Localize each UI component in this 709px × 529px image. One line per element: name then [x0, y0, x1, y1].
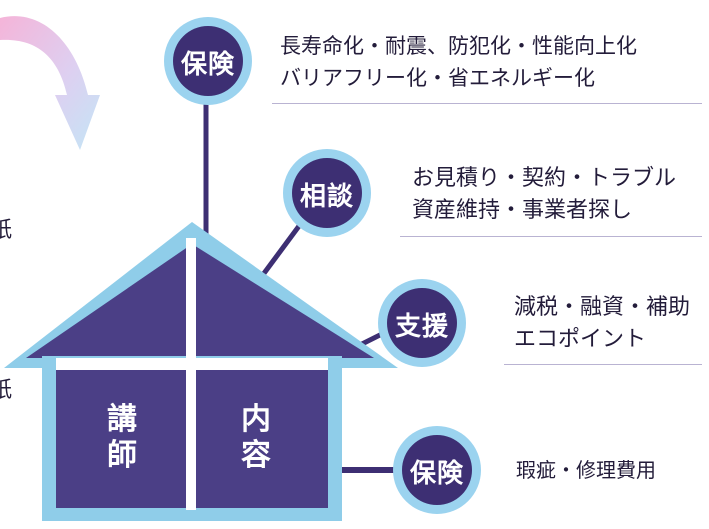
house-label-content-char-1: 内	[241, 402, 271, 437]
badge-insurance-1	[164, 17, 252, 105]
badge-consultation	[283, 149, 371, 237]
badge-label-insurance-1: 保険	[180, 50, 235, 80]
branch-desc-line: 長寿命化・耐震、防犯化・性能向上化	[280, 34, 637, 58]
house-label-lecturer-char-1: 講	[107, 402, 137, 437]
branch-desc-line: お見積り・契約・トラブル	[412, 166, 677, 191]
house-label-lecturer-char-2: 師	[107, 438, 137, 473]
curved-arrow-icon	[0, 16, 100, 150]
house-graphic	[4, 222, 398, 521]
divider	[504, 364, 702, 365]
branch-desc-line: 減税・融資・補助	[514, 295, 691, 320]
branch-desc-line: 瑕疵・修理費用	[516, 458, 656, 482]
branch-desc-line: バリアフリー化・省エネルギー化	[280, 66, 595, 90]
branch-desc-line: エコポイント	[514, 327, 647, 352]
divider	[400, 236, 702, 237]
edge-text-fragment: 紙	[0, 378, 13, 403]
edge-text-fragment: 紙	[0, 218, 13, 243]
branch-desc-line: 資産維持・事業者探し	[412, 198, 633, 223]
badge-label-consultation: 相談	[299, 182, 354, 212]
house-label-content-char-2: 容	[241, 438, 271, 473]
badge-insurance-2	[393, 426, 481, 514]
branch-desc-support: 減税・融資・補助 エコポイント	[514, 292, 690, 356]
badge-label-insurance-2: 保険	[409, 459, 464, 489]
house-label-lecturer: 講 師	[102, 402, 142, 474]
branch-desc-insurance-2: 瑕疵・修理費用	[516, 454, 656, 486]
badge-label-support: 支援	[394, 312, 449, 342]
divider	[272, 103, 702, 104]
house-label-content: 内 容	[236, 402, 276, 474]
branch-desc-insurance-1: 長寿命化・耐震、防犯化・性能向上化 バリアフリー化・省エネルギー化	[280, 30, 637, 94]
badge-support	[378, 279, 466, 367]
branch-desc-consultation: お見積り・契約・トラブル 資産維持・事業者探し	[412, 163, 676, 227]
